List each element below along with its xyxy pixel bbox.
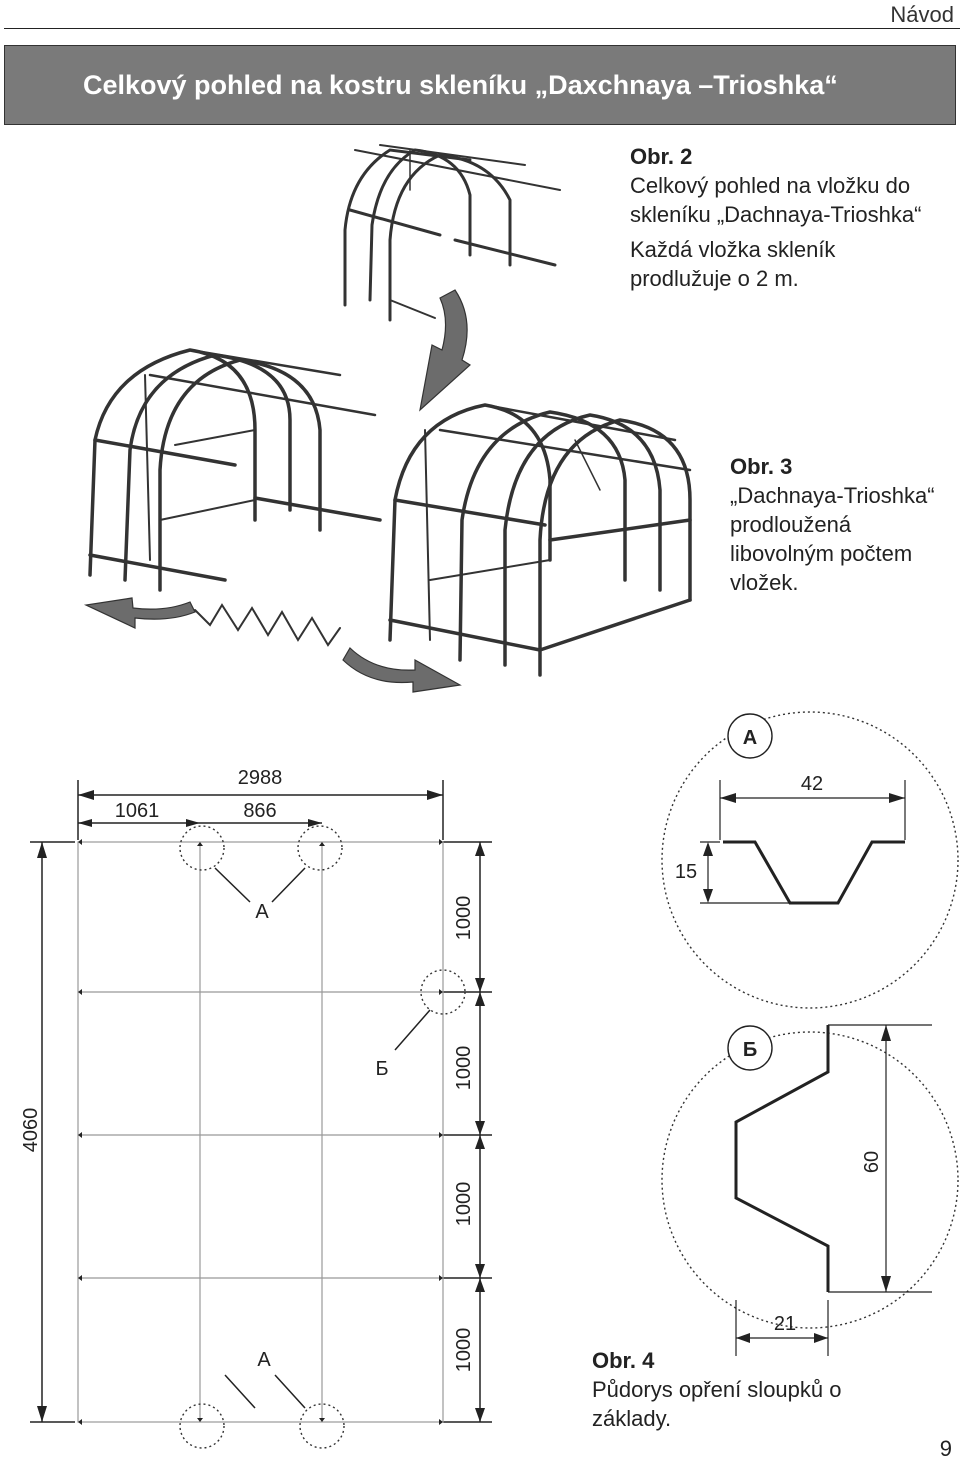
extended-greenhouse-drawing — [388, 403, 692, 677]
detail-a — [661, 711, 959, 1009]
page-number: 9 — [939, 1436, 952, 1461]
section-label: Návod — [890, 2, 954, 27]
detail-b-height: 60 — [861, 1151, 883, 1173]
fig4-line1: Půdorys opření sloupků o — [592, 1377, 842, 1402]
break-line — [194, 603, 341, 647]
page-title: Celkový pohled na kostru skleníku „Daxch… — [83, 69, 838, 100]
fig3-line4: vložek. — [730, 570, 799, 595]
fig2-line2: skleníku „Dachnaya-Trioshka“ — [630, 202, 922, 227]
fig4-line2: základy. — [592, 1406, 672, 1431]
detail-b-badge: Б — [743, 1039, 757, 1061]
fig2-line1: Celkový pohled na vložku do — [630, 173, 911, 198]
fig3-caption: Obr. 3 „Dachnaya-Trioshka“ prodloužená l… — [730, 452, 935, 597]
fig3-line2: prodloužená — [730, 512, 852, 537]
dim-overall-width: 2988 — [238, 767, 283, 789]
fig3-line3: libovolným počtem — [730, 541, 913, 566]
dim-segment-3: 1000 — [453, 1182, 475, 1227]
detail-a-badge: А — [743, 727, 757, 749]
fig3-number: Obr. 3 — [730, 454, 793, 479]
down-arrow-icon — [419, 289, 471, 412]
greenhouse-drawing — [88, 348, 382, 592]
dim-span: 866 — [243, 800, 276, 822]
floor-plan — [30, 780, 492, 1449]
left-arrow-icon — [83, 597, 196, 629]
detail-b-width: 21 — [774, 1313, 796, 1335]
header-divider — [4, 28, 960, 29]
dim-total-length: 4060 — [20, 1108, 42, 1153]
fig4-caption: Obr. 4 Půdorys opření sloupků o základy. — [592, 1346, 842, 1433]
insert-module-drawing — [343, 144, 561, 322]
fig3-line1: „Dachnaya-Trioshka“ — [730, 483, 935, 508]
plan-label-a-bottom: А — [257, 1349, 271, 1371]
dim-left-offset: 1061 — [115, 800, 160, 822]
fig2-line4: prodlužuje o 2 m. — [630, 266, 799, 291]
detail-b — [661, 1024, 959, 1356]
plan-label-b: Б — [375, 1058, 388, 1080]
fig2-number: Obr. 2 — [630, 144, 693, 169]
fig2-caption: Obr. 2 Celkový pohled na vložku do sklen… — [630, 142, 921, 293]
dim-segment-4: 1000 — [453, 1328, 475, 1373]
detail-a-depth: 15 — [675, 861, 697, 883]
plan-label-a-top: А — [255, 901, 269, 923]
title-banner: Celkový pohled na kostru skleníku „Daxch… — [4, 45, 956, 125]
fig2-line3: Každá vložka skleník — [630, 237, 836, 262]
dim-segment-2: 1000 — [453, 1046, 475, 1091]
right-arrow-icon — [342, 647, 462, 693]
dim-segment-1: 1000 — [453, 896, 475, 941]
fig4-number: Obr. 4 — [592, 1348, 655, 1373]
detail-a-width: 42 — [801, 773, 823, 795]
